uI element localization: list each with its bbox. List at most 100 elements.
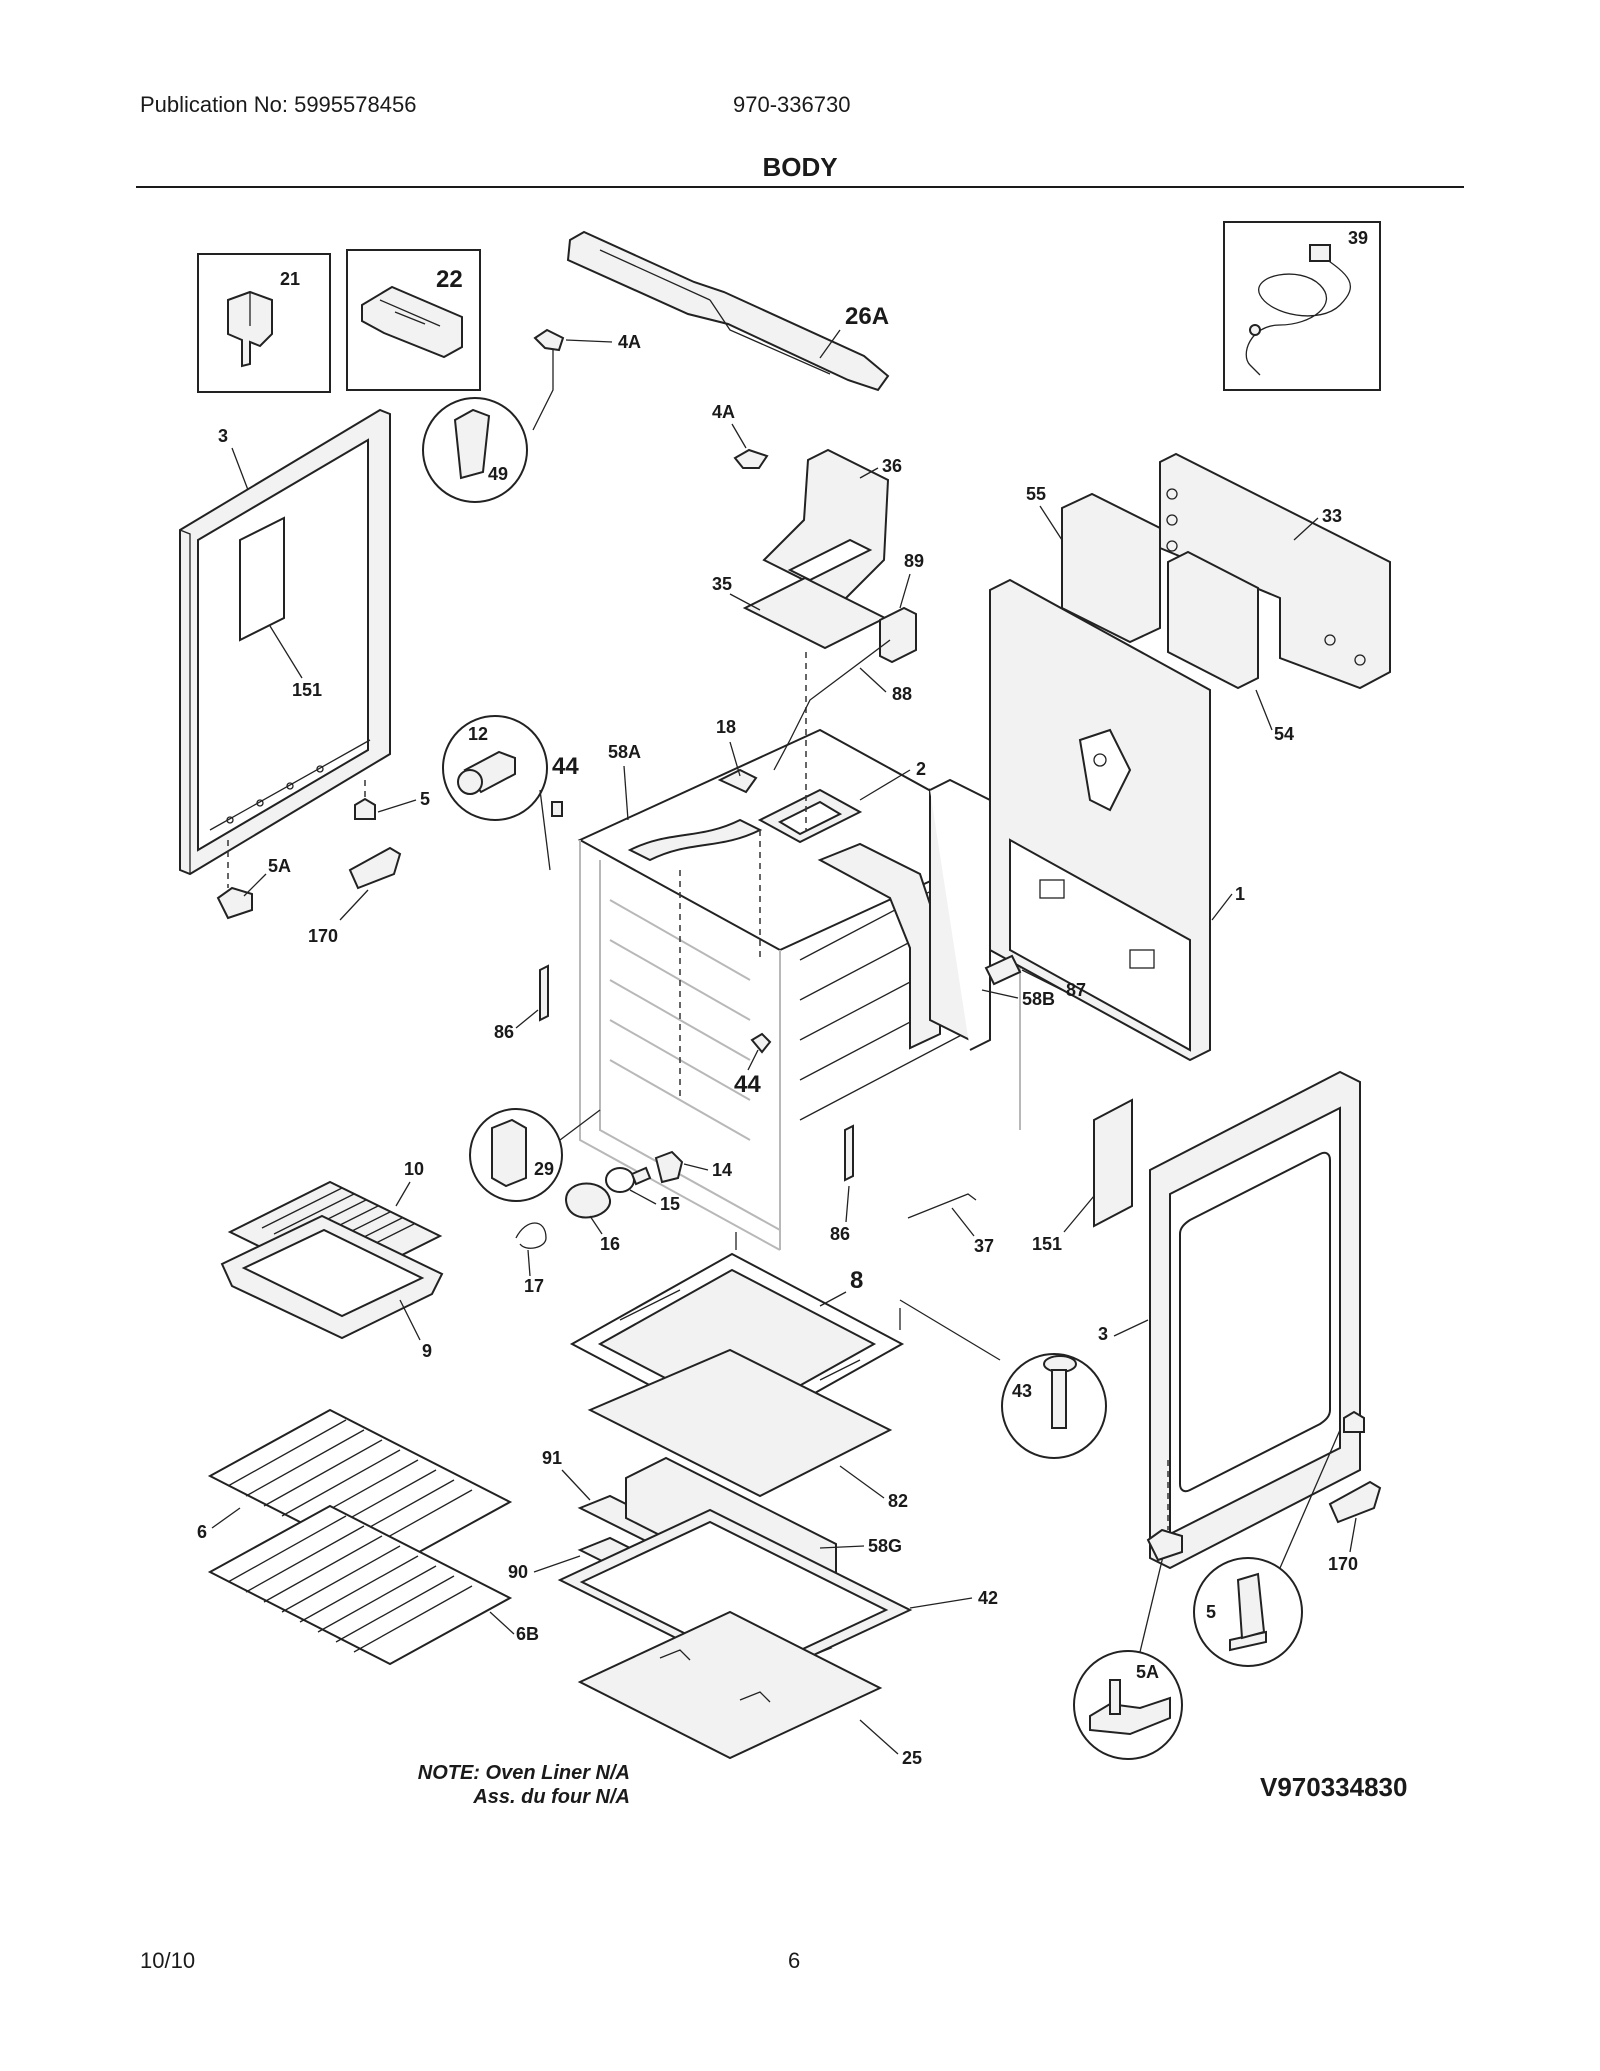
detail-circle-43: 43 <box>1001 1353 1107 1459</box>
part-82-heat-shield: 82 <box>587 1348 908 1511</box>
part-9-broiler-pan: 9 <box>220 1214 444 1361</box>
header-rule <box>136 186 1464 188</box>
callout-49: 49 <box>488 464 508 484</box>
part-86-bracket-left: 86 <box>494 964 549 1042</box>
callout-39: 39 <box>1348 228 1368 248</box>
part-44-clip-lower: 44 <box>734 1032 772 1098</box>
callout-54: 54 <box>1274 724 1294 744</box>
callout-86-left: 86 <box>494 1022 514 1042</box>
callout-8: 8 <box>850 1267 863 1294</box>
part-5-leveler-left: 5 <box>354 780 430 820</box>
part-86-bracket-right: 86 <box>830 1124 854 1244</box>
inset-box-39: 39 <box>1223 221 1381 391</box>
callout-82: 82 <box>888 1491 908 1511</box>
part-42-bottom-cover: 42 <box>557 1508 998 1682</box>
callout-6: 6 <box>197 1522 207 1542</box>
part-14-socket: 14 <box>654 1150 732 1184</box>
publication-number: Publication No: 5995578456 <box>140 92 417 117</box>
callout-86-right: 86 <box>830 1224 850 1244</box>
detail-circle-12: 12 <box>442 715 551 871</box>
callout-5-right: 5 <box>1206 1602 1216 1622</box>
callout-5A-left: 5A <box>268 856 291 876</box>
note-oven-liner-french: Ass. du four N/A <box>473 1786 630 1808</box>
callout-58G: 58G <box>868 1536 902 1556</box>
callout-58A: 58A <box>608 742 641 762</box>
callout-18: 18 <box>716 717 736 737</box>
callout-10: 10 <box>404 1159 424 1179</box>
callout-21: 21 <box>280 269 300 289</box>
callout-42: 42 <box>978 1588 998 1608</box>
callout-14: 14 <box>712 1160 732 1180</box>
page-number: 6 <box>788 1948 801 1973</box>
part-26A-bracket: 26A <box>566 230 890 392</box>
callout-4A-lower: 4A <box>712 402 735 422</box>
callout-35: 35 <box>712 574 732 594</box>
callout-43: 43 <box>1012 1381 1032 1401</box>
part-151-bracket-right: 151 <box>1032 1098 1133 1254</box>
part-17-wire-clip: 17 <box>515 1222 547 1296</box>
part-4A-clip-lower: 4A <box>712 402 769 469</box>
callout-58B: 58B <box>1022 989 1055 1009</box>
page-title: BODY <box>762 152 838 182</box>
callout-17: 17 <box>524 1276 544 1296</box>
part-55-cover: 55 <box>1026 484 1161 644</box>
part-44-clip-upper: 44 <box>551 753 579 817</box>
part-3-side-panel-left: 3 151 <box>179 408 391 876</box>
callout-90: 90 <box>508 1562 528 1582</box>
callout-151-left: 151 <box>292 680 322 700</box>
callout-15: 15 <box>660 1194 680 1214</box>
part-5A-leg-left: 5A <box>216 840 291 920</box>
part-170-bracket-right: 170 <box>1328 1480 1382 1574</box>
part-58A-oven-cavity: 58A 18 2 <box>577 717 1023 1251</box>
callout-16: 16 <box>600 1234 620 1254</box>
part-15-bulb: 15 <box>605 1166 680 1214</box>
detail-circle-49: 49 <box>422 397 528 503</box>
callout-91: 91 <box>542 1448 562 1468</box>
model-number: 970-336730 <box>733 92 851 117</box>
callout-3-left: 3 <box>218 426 228 446</box>
part-4A-clip-upper: 4A <box>532 328 641 431</box>
part-8-oven-bottom: 8 <box>569 1232 1001 1436</box>
callout-25: 25 <box>902 1748 922 1768</box>
part-88-wire: 88 <box>773 639 912 771</box>
callout-36: 36 <box>882 456 902 476</box>
callout-3-right: 3 <box>1098 1324 1108 1344</box>
part-3-side-panel-right: 3 <box>1098 1070 1361 1570</box>
callout-37: 37 <box>974 1236 994 1256</box>
callout-170-right: 170 <box>1328 1554 1358 1574</box>
callout-151-right: 151 <box>1032 1234 1062 1254</box>
callout-44-lower: 44 <box>734 1071 761 1098</box>
inset-box-21: 21 <box>197 253 331 393</box>
callout-170-left: 170 <box>308 926 338 946</box>
part-1-back-panel: 1 <box>989 578 1245 1062</box>
callout-87: 87 <box>1066 980 1086 1000</box>
note-oven-liner: NOTE: Oven Liner N/A <box>417 1762 630 1784</box>
callout-12: 12 <box>468 724 488 744</box>
callout-9: 9 <box>422 1341 432 1361</box>
inset-box-22: 22 <box>346 249 481 391</box>
part-6B-oven-rack: 6B <box>207 1504 539 1666</box>
diagram-code: V970334830 <box>1260 1772 1408 1802</box>
callout-89: 89 <box>904 551 924 571</box>
callout-33: 33 <box>1322 506 1342 526</box>
callout-6B: 6B <box>516 1624 539 1644</box>
part-36-duct: 36 <box>762 448 902 602</box>
detail-circle-5: 5 <box>1193 1410 1365 1667</box>
callout-1: 1 <box>1235 884 1245 904</box>
part-89-switch: 89 <box>879 551 924 664</box>
callout-55: 55 <box>1026 484 1046 504</box>
part-25-floor-panel: 25 <box>577 1610 922 1768</box>
part-37-wire: 37 <box>907 1193 994 1256</box>
part-87-connector: 87 <box>984 954 1086 1000</box>
callout-2: 2 <box>916 759 926 779</box>
callout-26A: 26A <box>845 303 889 330</box>
part-16-lens: 16 <box>564 1182 620 1254</box>
callout-5A-right: 5A <box>1136 1662 1159 1682</box>
part-54-bracket: 54 <box>1167 550 1294 744</box>
detail-circle-29: 29 <box>469 1108 601 1202</box>
callout-4A-upper: 4A <box>618 332 641 352</box>
footer-date: 10/10 <box>140 1948 196 1973</box>
callout-44-upper: 44 <box>552 753 579 780</box>
callout-5-left: 5 <box>420 789 430 809</box>
callout-22: 22 <box>436 266 463 293</box>
